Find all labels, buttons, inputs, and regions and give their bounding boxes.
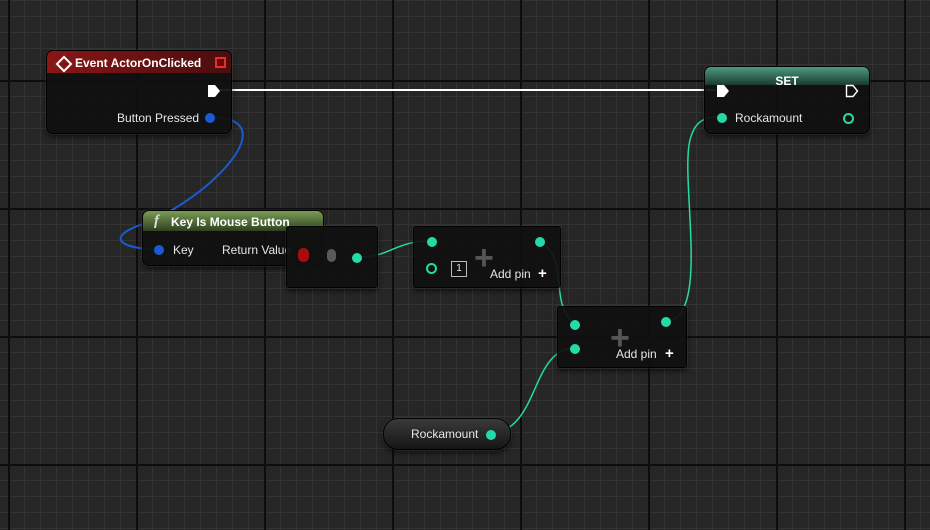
set-exec-out-pin[interactable] (845, 84, 859, 103)
add2-b-pin[interactable] (570, 344, 580, 354)
event-actoronclicked-node[interactable]: Event ActorOnClicked Button Pressed (46, 50, 232, 134)
add1-index-field[interactable]: 1 (451, 261, 467, 277)
exec-out-pin[interactable] (207, 84, 221, 103)
add1-add-pin-label[interactable]: Add pin (490, 267, 531, 281)
rockamount-getter-node[interactable]: Rockamount (383, 418, 511, 450)
set-rockamount-in-pin[interactable] (717, 113, 727, 123)
function-node-header (143, 211, 323, 231)
set-title: SET (775, 74, 799, 88)
set-rockamount-label: Rockamount (735, 111, 803, 125)
plus-icon: + (474, 239, 494, 277)
add1-b-pin[interactable] (426, 263, 437, 274)
exec-arrow-icon (845, 84, 859, 98)
add2-to-set-wire (667, 116, 722, 322)
key-is-mouse-button-title: Key Is Mouse Button (171, 215, 290, 229)
set-exec-in-pin[interactable] (716, 84, 730, 103)
add2-a-pin[interactable] (570, 320, 580, 330)
add1-out-pin[interactable] (535, 237, 545, 247)
function-icon: f (154, 213, 159, 229)
set-node[interactable]: SET Rockamount (704, 66, 870, 134)
event-title: Event ActorOnClicked (75, 56, 202, 70)
rockamount-getter-pin[interactable] (486, 430, 496, 440)
plus-icon[interactable]: + (665, 345, 674, 362)
bool-to-int-node[interactable] (286, 226, 378, 288)
delegate-square-icon[interactable] (215, 57, 226, 68)
event-node-header (47, 51, 231, 73)
return-value-label: Return Value (222, 243, 292, 257)
add1-a-pin[interactable] (427, 237, 437, 247)
key-label: Key (173, 243, 194, 257)
plus-icon: + (610, 319, 630, 357)
bool-in-pin[interactable] (298, 248, 309, 262)
add-node-2[interactable]: + Add pin + (557, 306, 687, 368)
add2-add-pin-label[interactable]: Add pin (616, 347, 657, 361)
button-pressed-label: Button Pressed (117, 111, 200, 125)
exec-arrow-icon (717, 85, 729, 97)
int-out-pin[interactable] (352, 253, 362, 263)
plus-icon[interactable]: + (538, 265, 547, 282)
set-node-header (705, 67, 869, 85)
button-pressed-pin[interactable] (205, 113, 215, 123)
conversion-dot (327, 249, 336, 262)
add2-out-pin[interactable] (661, 317, 671, 327)
key-in-pin[interactable] (154, 245, 164, 255)
add-node-1[interactable]: + 1 Add pin + (413, 226, 561, 288)
exec-arrow-icon (208, 85, 220, 97)
rockamount-getter-label: Rockamount (411, 427, 479, 441)
set-rockamount-out-pin[interactable] (843, 113, 854, 124)
